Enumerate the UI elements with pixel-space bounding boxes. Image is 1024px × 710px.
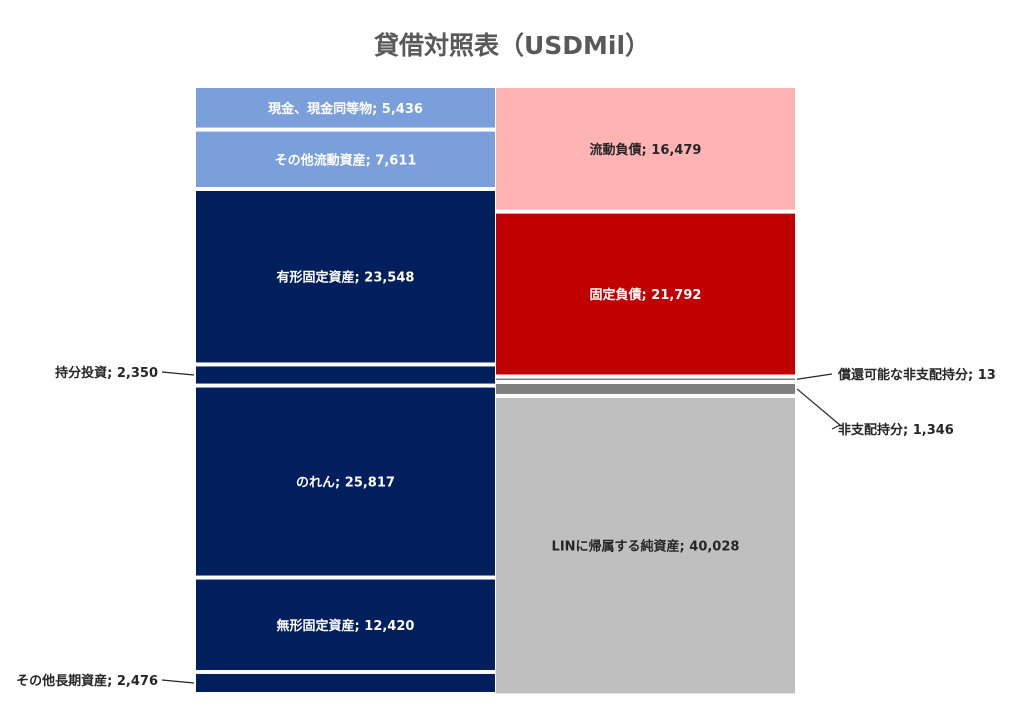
segment-1-1 xyxy=(496,213,795,375)
segment-label-0-5: 無形固定資産; 12,420 xyxy=(277,618,415,634)
segment-0-5 xyxy=(196,579,495,670)
callout-line-0-3 xyxy=(161,371,195,376)
callout-label-1-2: 償還可能な非支配持分; 13 xyxy=(837,367,996,383)
segment-label-0-1: その他流動資産; 7,611 xyxy=(275,152,417,168)
segment-0-6 xyxy=(196,673,495,692)
segment-label-1-4: LINに帰属する純資産; 40,028 xyxy=(552,539,740,555)
segment-label-0-0: 現金、現金同等物; 5,436 xyxy=(268,101,423,117)
chart-title: 貸借対照表（USDMil） xyxy=(373,31,651,60)
segment-0-3 xyxy=(196,366,495,384)
callout-line-0-6 xyxy=(161,679,195,684)
segment-label-1-0: 流動負債; 16,479 xyxy=(590,142,702,158)
callout-line-1-2 xyxy=(796,373,833,380)
segment-0-4 xyxy=(196,387,495,576)
segment-0-1 xyxy=(196,131,495,187)
segment-label-0-4: のれん; 25,817 xyxy=(296,476,395,491)
callout-label-1-3: 非支配持分; 1,346 xyxy=(838,422,954,438)
segment-label-1-1: 固定負債; 21,792 xyxy=(590,287,702,303)
segment-1-4 xyxy=(496,397,795,694)
callout-line-1-3 xyxy=(796,388,842,430)
segment-1-0 xyxy=(496,88,795,210)
segment-label-0-2: 有形固定資産; 23,548 xyxy=(277,270,415,286)
segment-1-2 xyxy=(496,378,795,380)
callout-label-0-6: その他長期資産; 2,476 xyxy=(16,673,158,689)
segment-0-2 xyxy=(196,190,495,363)
segment-1-3 xyxy=(496,383,795,394)
segment-0-0 xyxy=(196,88,495,128)
callout-label-0-3: 持分投資; 2,350 xyxy=(55,365,158,381)
